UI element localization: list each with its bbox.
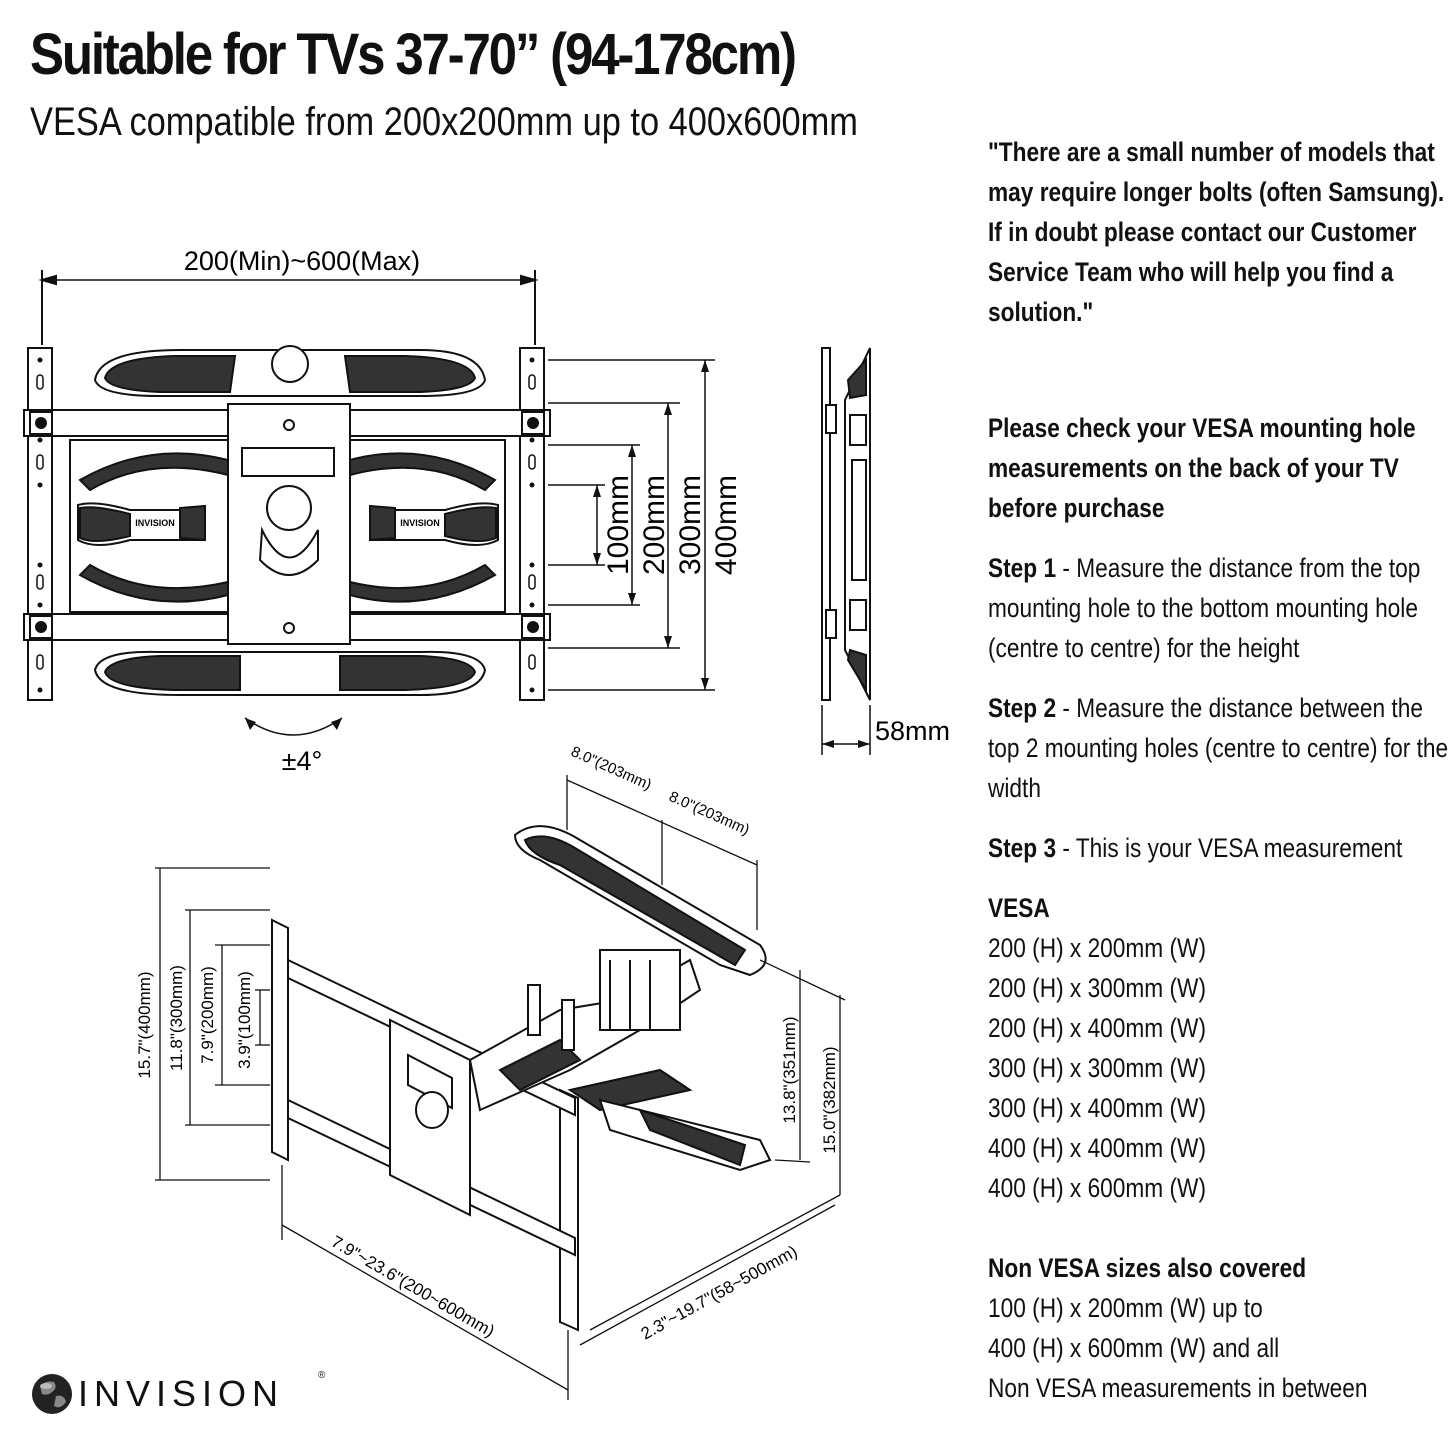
list-item: 200 (H) x 200mm (W) — [988, 933, 1207, 963]
iso-width-label: 7.9"~23.6"(200~600mm) — [328, 1232, 498, 1341]
height-label-400: 400mm — [710, 475, 743, 575]
registered-mark: ® — [318, 1370, 326, 1381]
height-label-200: 200mm — [638, 475, 671, 575]
front-view-diagram: 200(Min)~600(Max) ±4° INVISION INVISION … — [23, 246, 743, 776]
iso-height-label-400: 15.7"(400mm) — [135, 971, 154, 1078]
step-2: Step 2 - Measure the distance between th… — [988, 688, 1448, 808]
list-item: 100 (H) x 200mm (W) up to — [988, 1293, 1263, 1323]
height-label-300: 300mm — [674, 475, 707, 575]
iso-height-label-100: 3.9"(100mm) — [235, 971, 254, 1069]
iso-height-label-200: 7.9"(200mm) — [198, 966, 217, 1064]
depth-label: 58mm — [875, 716, 950, 746]
tilt-label: ±4° — [282, 746, 323, 776]
isometric-diagram: 15.7"(400mm) 11.8"(300mm) 7.9"(200mm) 3.… — [135, 743, 846, 1400]
vesa-heading: VESA — [988, 893, 1050, 923]
vesa-size-list: 200 (H) x 200mm (W) 200 (H) x 300mm (W) … — [988, 928, 1206, 1208]
arm-brand-label: INVISION — [135, 518, 175, 528]
non-vesa-heading: Non VESA sizes also covered — [988, 1253, 1307, 1283]
step-text: - Measure the distance between the top 2… — [988, 693, 1449, 803]
globe-icon — [32, 1374, 72, 1414]
non-vesa-list: 100 (H) x 200mm (W) up to 400 (H) x 600m… — [988, 1288, 1367, 1408]
list-item: 400 (H) x 600mm (W) — [988, 1173, 1207, 1203]
iso-arm-right-label: 8.0"(203mm) — [666, 788, 752, 839]
height-label-100: 100mm — [602, 475, 635, 575]
step-1: Step 1 - Measure the distance from the t… — [988, 548, 1448, 668]
step-label: Step 3 — [988, 833, 1057, 863]
iso-height-label-300: 11.8"(300mm) — [167, 965, 186, 1071]
list-item: 400 (H) x 400mm (W) — [988, 1133, 1207, 1163]
step-text: - This is your VESA measurement — [1056, 833, 1403, 863]
step-text: - Measure the distance from the top moun… — [988, 553, 1421, 663]
iso-extension-label: 2.3"~19.7"(58~500mm) — [638, 1242, 801, 1344]
list-item: 300 (H) x 400mm (W) — [988, 1093, 1207, 1123]
step-3: Step 3 - This is your VESA measurement — [988, 828, 1448, 868]
list-item: Non VESA measurements in between — [988, 1373, 1368, 1403]
iso-right-label-382: 15.0"(382mm) — [820, 1046, 839, 1153]
list-item: 200 (H) x 300mm (W) — [988, 973, 1207, 1003]
iso-right-label-351: 13.8"(351mm) — [780, 1016, 799, 1123]
page-subtitle: VESA compatible from 200x200mm up to 400… — [30, 100, 858, 144]
list-item: 200 (H) x 400mm (W) — [988, 1013, 1207, 1043]
side-view-diagram: 58mm — [821, 347, 950, 755]
page-title: Suitable for TVs 37-70” (94-178cm) — [30, 22, 797, 87]
step-label: Step 1 — [988, 553, 1057, 583]
arm-brand-label: INVISION — [400, 518, 440, 528]
longer-bolts-notice: "There are a small number of models that… — [988, 137, 1445, 327]
width-range-label: 200(Min)~600(Max) — [184, 246, 420, 276]
list-item: 300 (H) x 300mm (W) — [988, 1053, 1207, 1083]
vesa-check-heading: Please check your VESA mounting hole mea… — [988, 413, 1416, 523]
step-label: Step 2 — [988, 693, 1057, 723]
brand-logo: INVISION — [78, 1373, 285, 1414]
list-item: 400 (H) x 600mm (W) and all — [988, 1333, 1280, 1363]
